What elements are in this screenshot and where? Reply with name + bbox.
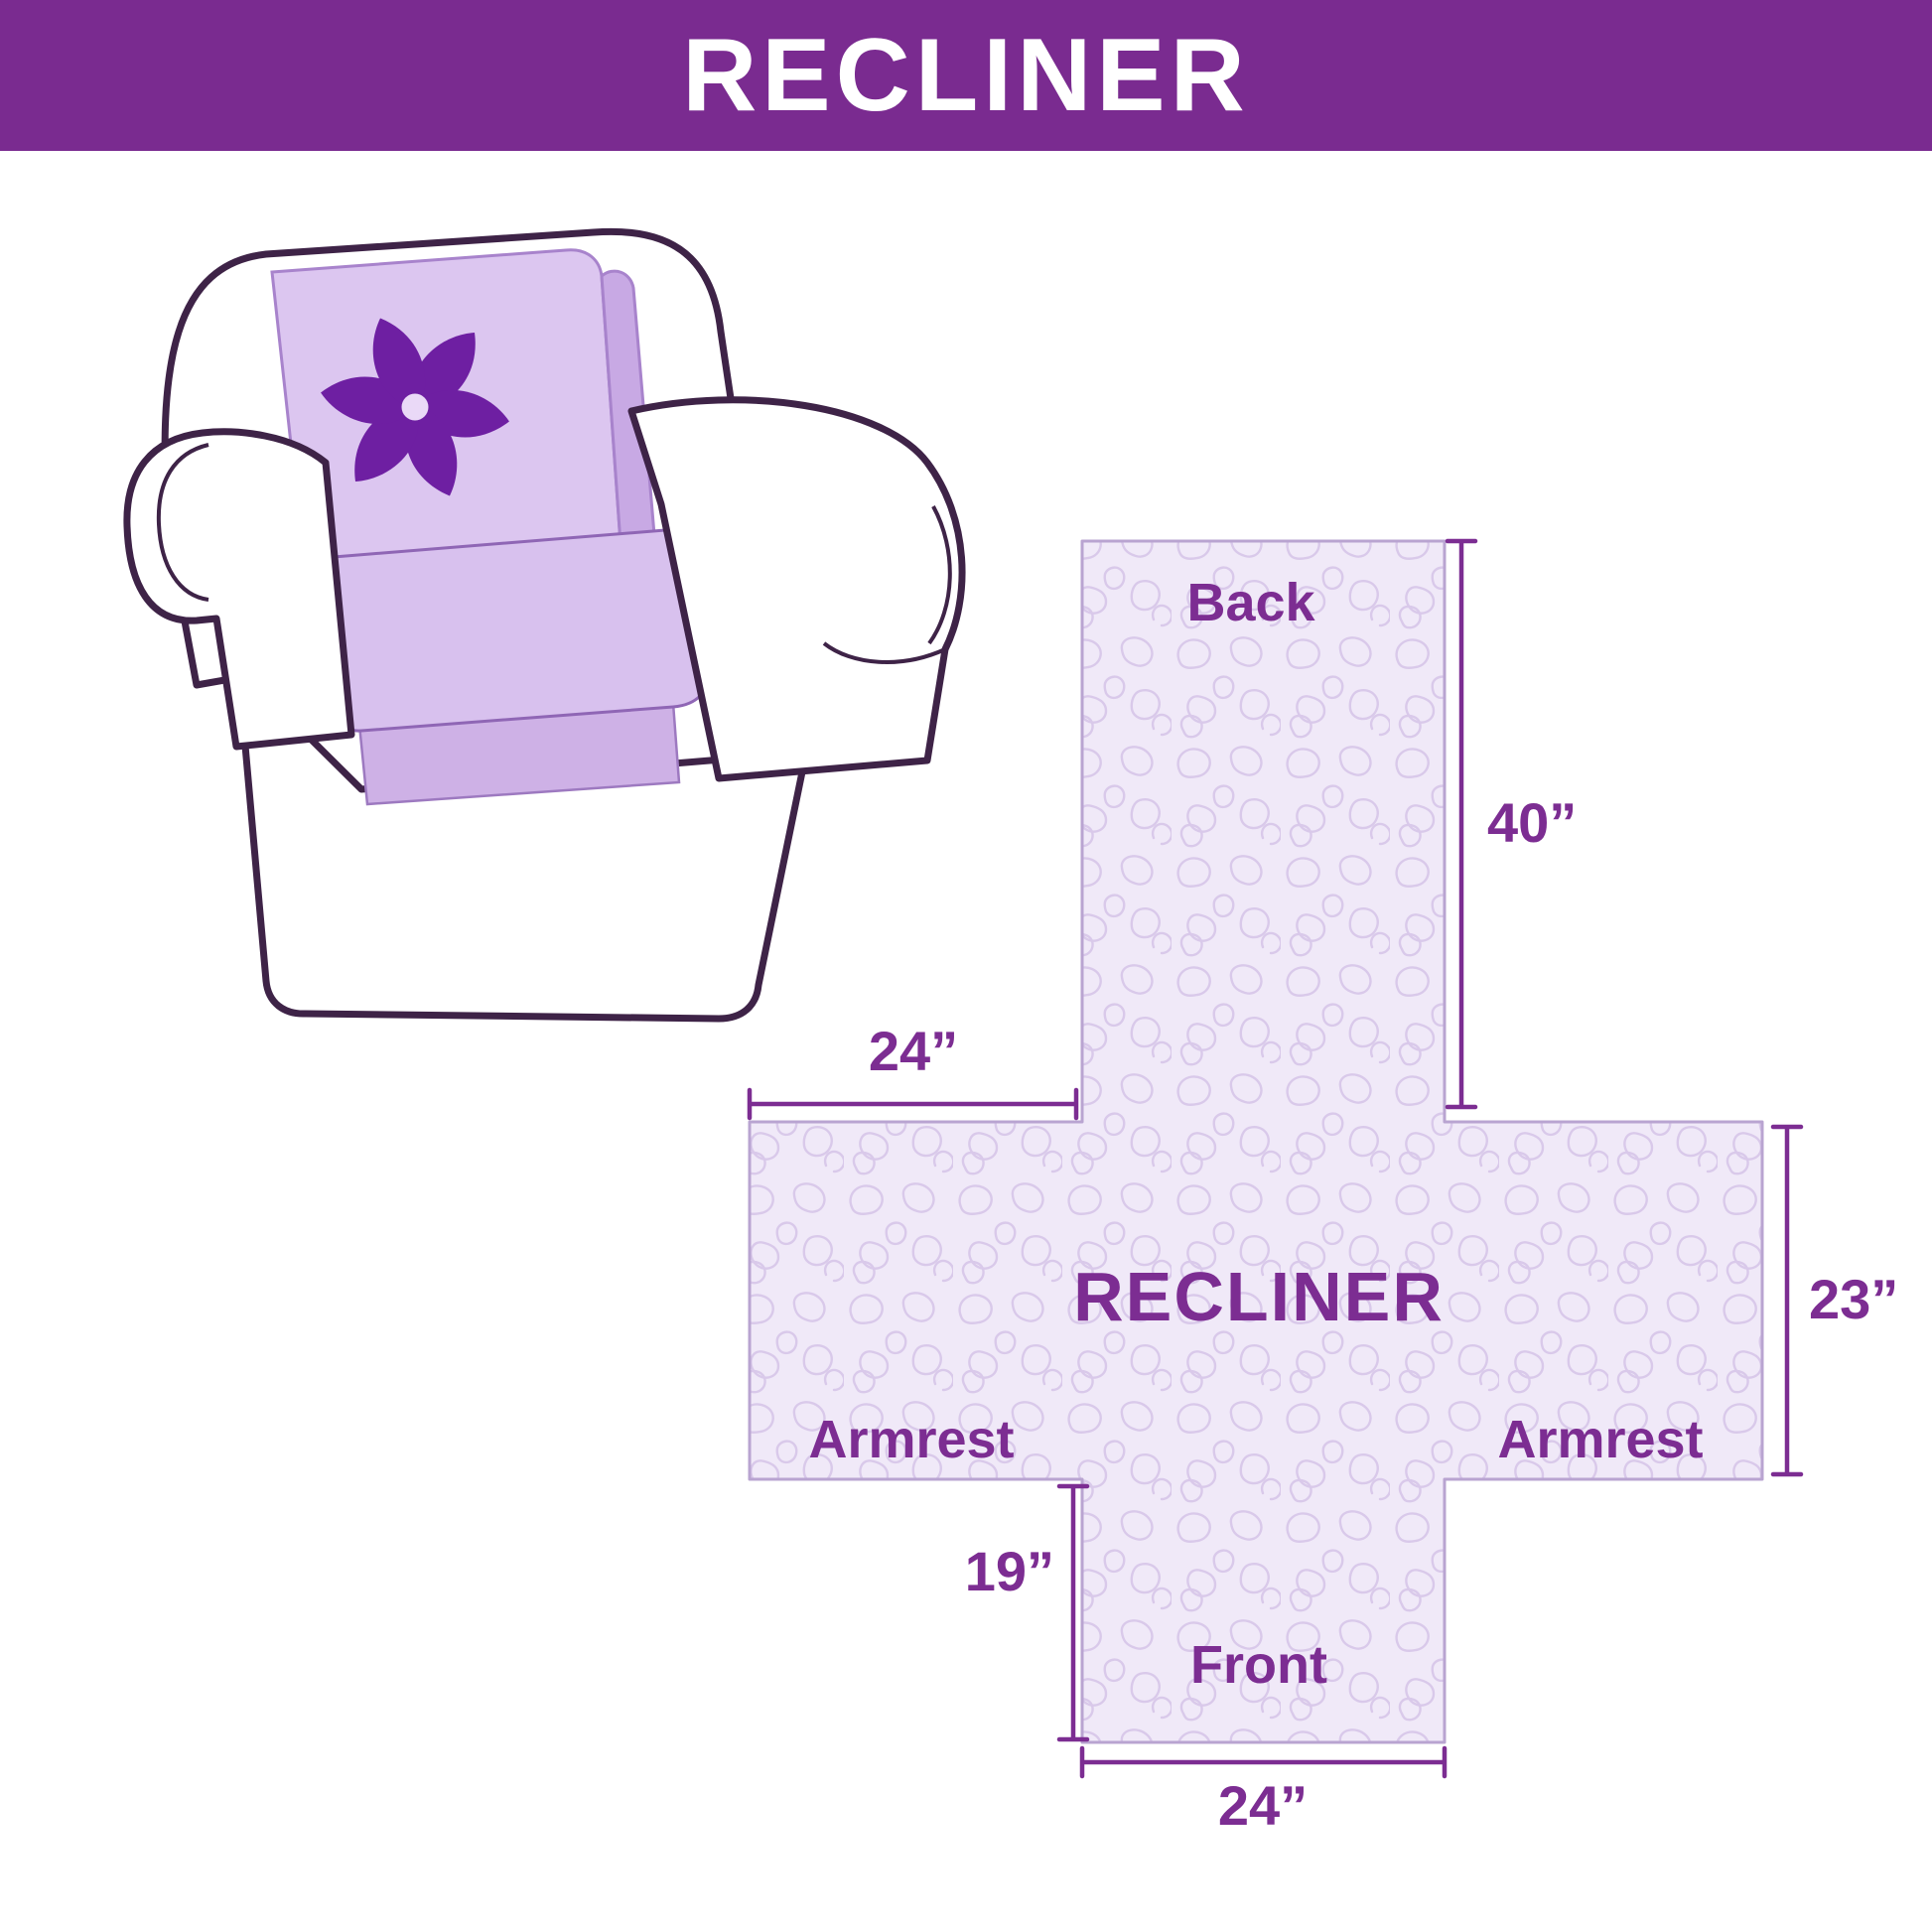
dim-front-height-label: 19” [965,1540,1054,1602]
dim-back-height-label: 40” [1487,791,1577,854]
back-label: Back [1186,573,1315,632]
chair-left-arm-roll [156,443,209,602]
chair-right-arm [627,396,966,782]
dim-armrest-depth-label: 23” [1809,1268,1898,1330]
pinwheel-icon [321,318,509,496]
armrest-right-label: Armrest [1497,1410,1703,1469]
chair-left-arm [123,428,355,751]
chair-base [234,663,810,1023]
cover-layout-diagram: Back RECLINER Armrest Armrest Front 40” … [747,538,1898,1837]
header-banner: RECLINER [0,0,1932,151]
page-title: RECLINER [682,17,1250,133]
dim-line-front-width [1079,1745,1448,1779]
dim-line-armrest-depth [1770,1124,1804,1477]
front-label: Front [1190,1635,1327,1695]
chair-right-arm-roll [927,505,952,645]
chair-illustration [123,227,966,1023]
cover-cross-shape [748,539,1764,1744]
dim-line-back-height [1445,538,1478,1110]
dim-line-back-width [747,1087,1079,1121]
chair-back-cover-fold [600,269,659,589]
dim-line-front-height [1056,1483,1090,1742]
armrest-left-label: Armrest [808,1410,1014,1469]
dim-front-width-label: 24” [1218,1774,1308,1837]
dim-back-width-label: 24” [869,1020,958,1082]
center-label: RECLINER [1073,1258,1445,1335]
chair-right-arm-roll-bottom [822,641,946,664]
chair-seat [320,528,710,733]
